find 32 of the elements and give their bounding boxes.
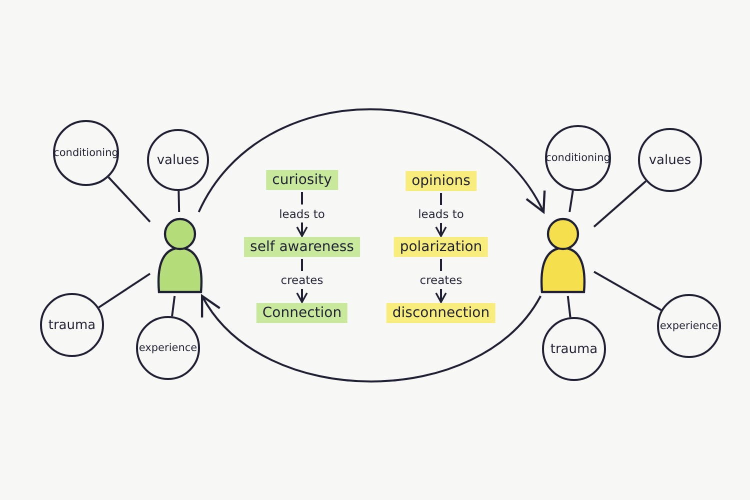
connector-line	[566, 296, 572, 318]
connector-line	[98, 272, 151, 308]
highlighted-text: self awareness	[244, 237, 360, 257]
highlighted-text: opinions	[406, 171, 476, 191]
circle-node: trauma	[542, 317, 606, 381]
edge-label: creates	[278, 273, 326, 287]
circle-node: values	[638, 128, 702, 192]
cycle-arrow	[198, 108, 545, 214]
circle-node: conditioning	[53, 120, 119, 186]
edge-label: leads to	[416, 207, 466, 221]
arrow	[435, 258, 447, 303]
connector-line	[568, 190, 574, 212]
connector-line	[178, 190, 180, 212]
connector-line	[108, 176, 151, 222]
arrow	[296, 258, 308, 303]
circle-node: trauma	[40, 293, 104, 357]
arrow	[435, 192, 447, 237]
arrow	[296, 191, 308, 237]
circle-node: conditioning	[545, 125, 611, 191]
edge-label: creates	[418, 273, 464, 287]
circle-node: experience	[657, 294, 721, 358]
circle-node: experience	[136, 316, 200, 380]
connector-line	[594, 270, 662, 311]
highlighted-text: Connection	[256, 303, 348, 323]
highlighted-text: polarization	[394, 237, 488, 257]
circle-node: values	[147, 129, 209, 191]
highlighted-text: disconnection	[386, 303, 496, 323]
highlighted-text: curiosity	[266, 170, 338, 190]
cycle-arrow	[200, 294, 542, 382]
connector-line	[171, 296, 176, 316]
connector-line	[593, 180, 647, 228]
edge-label: leads to	[277, 206, 327, 220]
